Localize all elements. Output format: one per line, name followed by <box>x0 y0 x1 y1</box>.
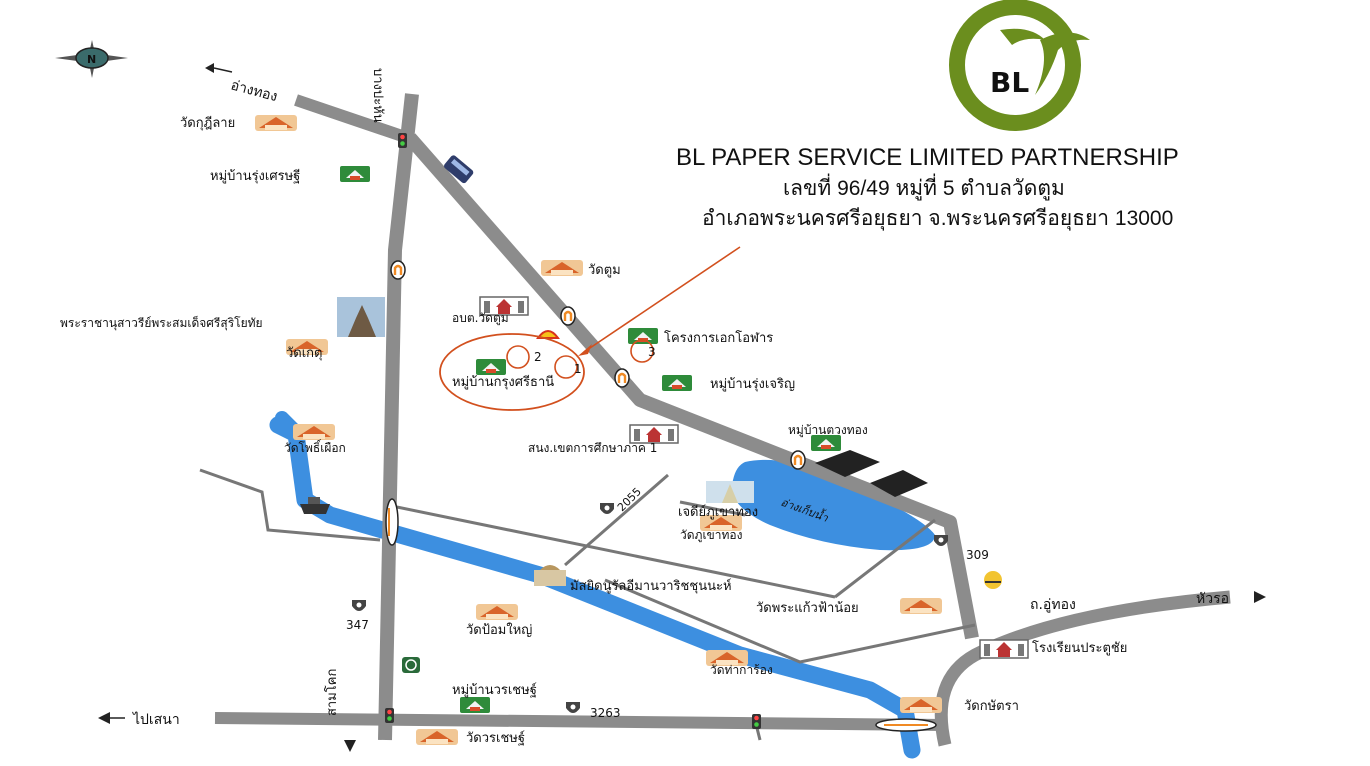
traffic-light-icon <box>385 708 394 723</box>
marker-2 <box>506 345 530 369</box>
u-turn-icon <box>559 305 577 327</box>
direction-hua-ro: หัวรอ <box>1196 591 1229 607</box>
traffic-light-icon <box>752 714 761 729</box>
label-chedi-phu-khao-thong: เจดีย์ภูเขาทอง <box>678 504 758 520</box>
reservoir-lake <box>731 459 935 551</box>
bus-terminal-icon <box>444 155 474 184</box>
label-wat-pho-phueak: วัดโพธิ์เผือก <box>284 439 346 455</box>
label-wat-worachet: วัดวรเชษฐ์ <box>466 730 525 746</box>
convenience-store-icon <box>402 657 420 673</box>
road-bottom <box>214 712 946 731</box>
label-mubaan-krung-sri-thani: หมู่บ้านกรุงศรีธานี <box>452 374 554 390</box>
label-wat-kudi-lai: วัดกุฎีลาย <box>180 115 235 131</box>
temple-icon <box>476 604 518 620</box>
village-icon <box>811 435 841 451</box>
village-icon <box>476 359 506 375</box>
label-wat-ket: วัดเกตุ <box>286 346 323 361</box>
direction-pai-sena: ไปเสนา <box>132 711 180 728</box>
temple-icon <box>541 260 583 276</box>
monument-photo <box>337 297 385 337</box>
traffic-light-icon <box>398 133 407 148</box>
arrow-hua-ro <box>1254 591 1266 603</box>
temple-icon <box>255 115 297 131</box>
arrow-sam-lok <box>344 740 356 752</box>
road-shield-347 <box>352 600 366 611</box>
compass-letter: N <box>87 53 96 66</box>
temple-icon <box>293 424 335 440</box>
compass-north-icon: N <box>55 40 128 78</box>
label-mosque: มัสยิดนูรัลอีมานวาริชชุนนะห์ <box>570 578 732 594</box>
label-mubaan-tuang-thong: หมู่บ้านตวงทอง <box>788 423 868 438</box>
company-logo: BL <box>949 0 1090 131</box>
u-turn-icon <box>789 449 807 471</box>
boat-pier-icon <box>300 497 330 514</box>
arrow-pai-sena <box>98 712 110 724</box>
label-school-pratuchai: โรงเรียนประตูชัย <box>1032 640 1127 656</box>
road-u-thong <box>934 590 1231 747</box>
marker-3 <box>630 339 654 363</box>
village-icon <box>340 166 370 182</box>
road-number-347: 347 <box>346 618 369 632</box>
road-label-u-thong: ถ.อู่ทอง <box>1030 597 1076 613</box>
u-turn-icon <box>875 718 937 732</box>
direction-sam-lok: สามโคก <box>324 669 340 716</box>
road-ang-thong <box>294 94 410 144</box>
u-turn-icon <box>389 259 407 281</box>
marker-1 <box>554 355 578 379</box>
arrow-ang-thong <box>205 63 214 73</box>
label-mubaan-worachet: หมู่บ้านวรเชษฐ์ <box>452 682 537 698</box>
fuel-station-icon <box>536 330 560 339</box>
village-icon <box>628 328 658 344</box>
direction-bang-pahan: บางปะหัน <box>370 68 385 123</box>
road-shield-309 <box>934 535 948 546</box>
label-wat-phu-khao-thong: วัดภูเขาทอง <box>680 528 742 543</box>
temple-icon <box>900 697 942 713</box>
u-turn-icon <box>613 367 631 389</box>
label-wat-tha-kan-rong: วัดท่าการ้อง <box>710 663 773 677</box>
village-icon <box>662 375 692 391</box>
village-icon <box>460 697 490 713</box>
road-shield-2055 <box>600 503 614 514</box>
chedi-photo <box>706 481 754 503</box>
road-shield-3263 <box>566 702 580 713</box>
solar-panels-icon <box>815 450 928 497</box>
krung-sri-thani-area <box>439 333 585 411</box>
office-icon <box>979 639 1029 659</box>
road-number-309: 309 <box>966 548 989 562</box>
label-mubaan-rung-charoen: หมู่บ้านรุ่งเจริญ <box>710 377 795 392</box>
road-main-vertical <box>378 93 419 741</box>
marker-1-label: 1 <box>574 362 582 376</box>
logo-letters: BL <box>990 66 1029 99</box>
location-pointer-arrow <box>583 246 741 353</box>
label-wat-kasattra: วัดกษัตรา <box>964 699 1019 714</box>
u-turn-icon <box>385 498 399 546</box>
company-name: BL PAPER SERVICE LIMITED PARTNERSHIP <box>676 144 1179 171</box>
road-number-3263: 3263 <box>590 706 621 720</box>
address-line-1: เลขที่ 96/49 หมู่ที่ 5 ตำบลวัดตูม <box>783 173 1065 201</box>
police-emblem-icon <box>984 571 1002 589</box>
temple-icon <box>416 729 458 745</box>
marker-3-label: 3 <box>648 345 656 359</box>
label-monument: พระราชานุสาวรีย์พระสมเด็จศรีสุริโยทัย <box>60 315 263 331</box>
label-education-office: สนง.เขตการศึกษาภาค 1 <box>528 441 657 455</box>
label-wat-tum: วัดตูม <box>588 263 621 278</box>
marker-2-label: 2 <box>534 350 542 364</box>
mosque-icon <box>534 565 566 586</box>
label-wat-pom-yai: วัดป้อมใหญ่ <box>466 622 532 638</box>
direction-ang-thong: อ่างทอง <box>229 77 279 105</box>
location-pointer-head <box>578 344 592 356</box>
label-ekkachai-project: โครงการเอกโอฬาร <box>664 330 773 346</box>
label-obt-wat-tum: อบต.วัดตูม <box>452 311 509 326</box>
label-mubaan-rung-setthi: หมู่บ้านรุ่งเศรษฐี <box>210 168 300 184</box>
address-line-2: อำเภอพระนครศรีอยุธยา จ.พระนครศรีอยุธยา 1… <box>702 207 1173 231</box>
label-wat-phra-kaew-fa-noi: วัดพระแก้วฟ้าน้อย <box>756 601 859 616</box>
temple-icon <box>900 598 942 614</box>
